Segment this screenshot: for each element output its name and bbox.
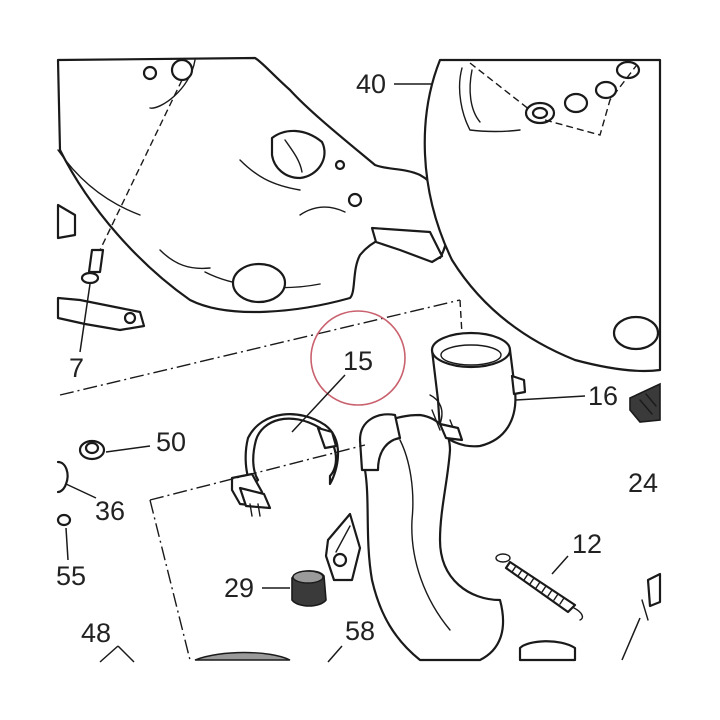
callout-29: 29 [224,573,254,603]
leaders-bottom [99,645,343,663]
callout-36: 36 [95,496,125,526]
callout-48: 48 [81,618,111,648]
left-body-panel [56,56,449,314]
callout-16: 16 [588,381,618,411]
left-brackets [56,203,146,332]
screw-55 [56,513,72,561]
callout-15: 15 [343,346,373,376]
spring-12 [495,553,584,621]
lower-axis-line [149,444,366,501]
highlight-circle [310,310,406,406]
part-24-bracket [621,382,662,661]
bolt-7 [79,79,183,353]
lower-vertical-axis [149,499,191,661]
pipe-axis [459,299,464,353]
oring-36 [56,460,97,499]
callout-7: 7 [69,353,84,383]
washer-50 [78,439,151,461]
callout-58: 58 [345,616,375,646]
rubber-mount-29 [262,570,327,607]
axis-line [59,299,461,396]
body-panel-40 [423,58,662,373]
exhaust-pipe-16 [324,331,586,662]
clamp-15 [230,374,346,517]
callout-40: 40 [356,69,386,99]
callout-55: 55 [56,561,86,591]
callout-12: 12 [572,529,602,559]
callout-50: 50 [156,427,186,457]
callout-24: 24 [628,468,658,498]
